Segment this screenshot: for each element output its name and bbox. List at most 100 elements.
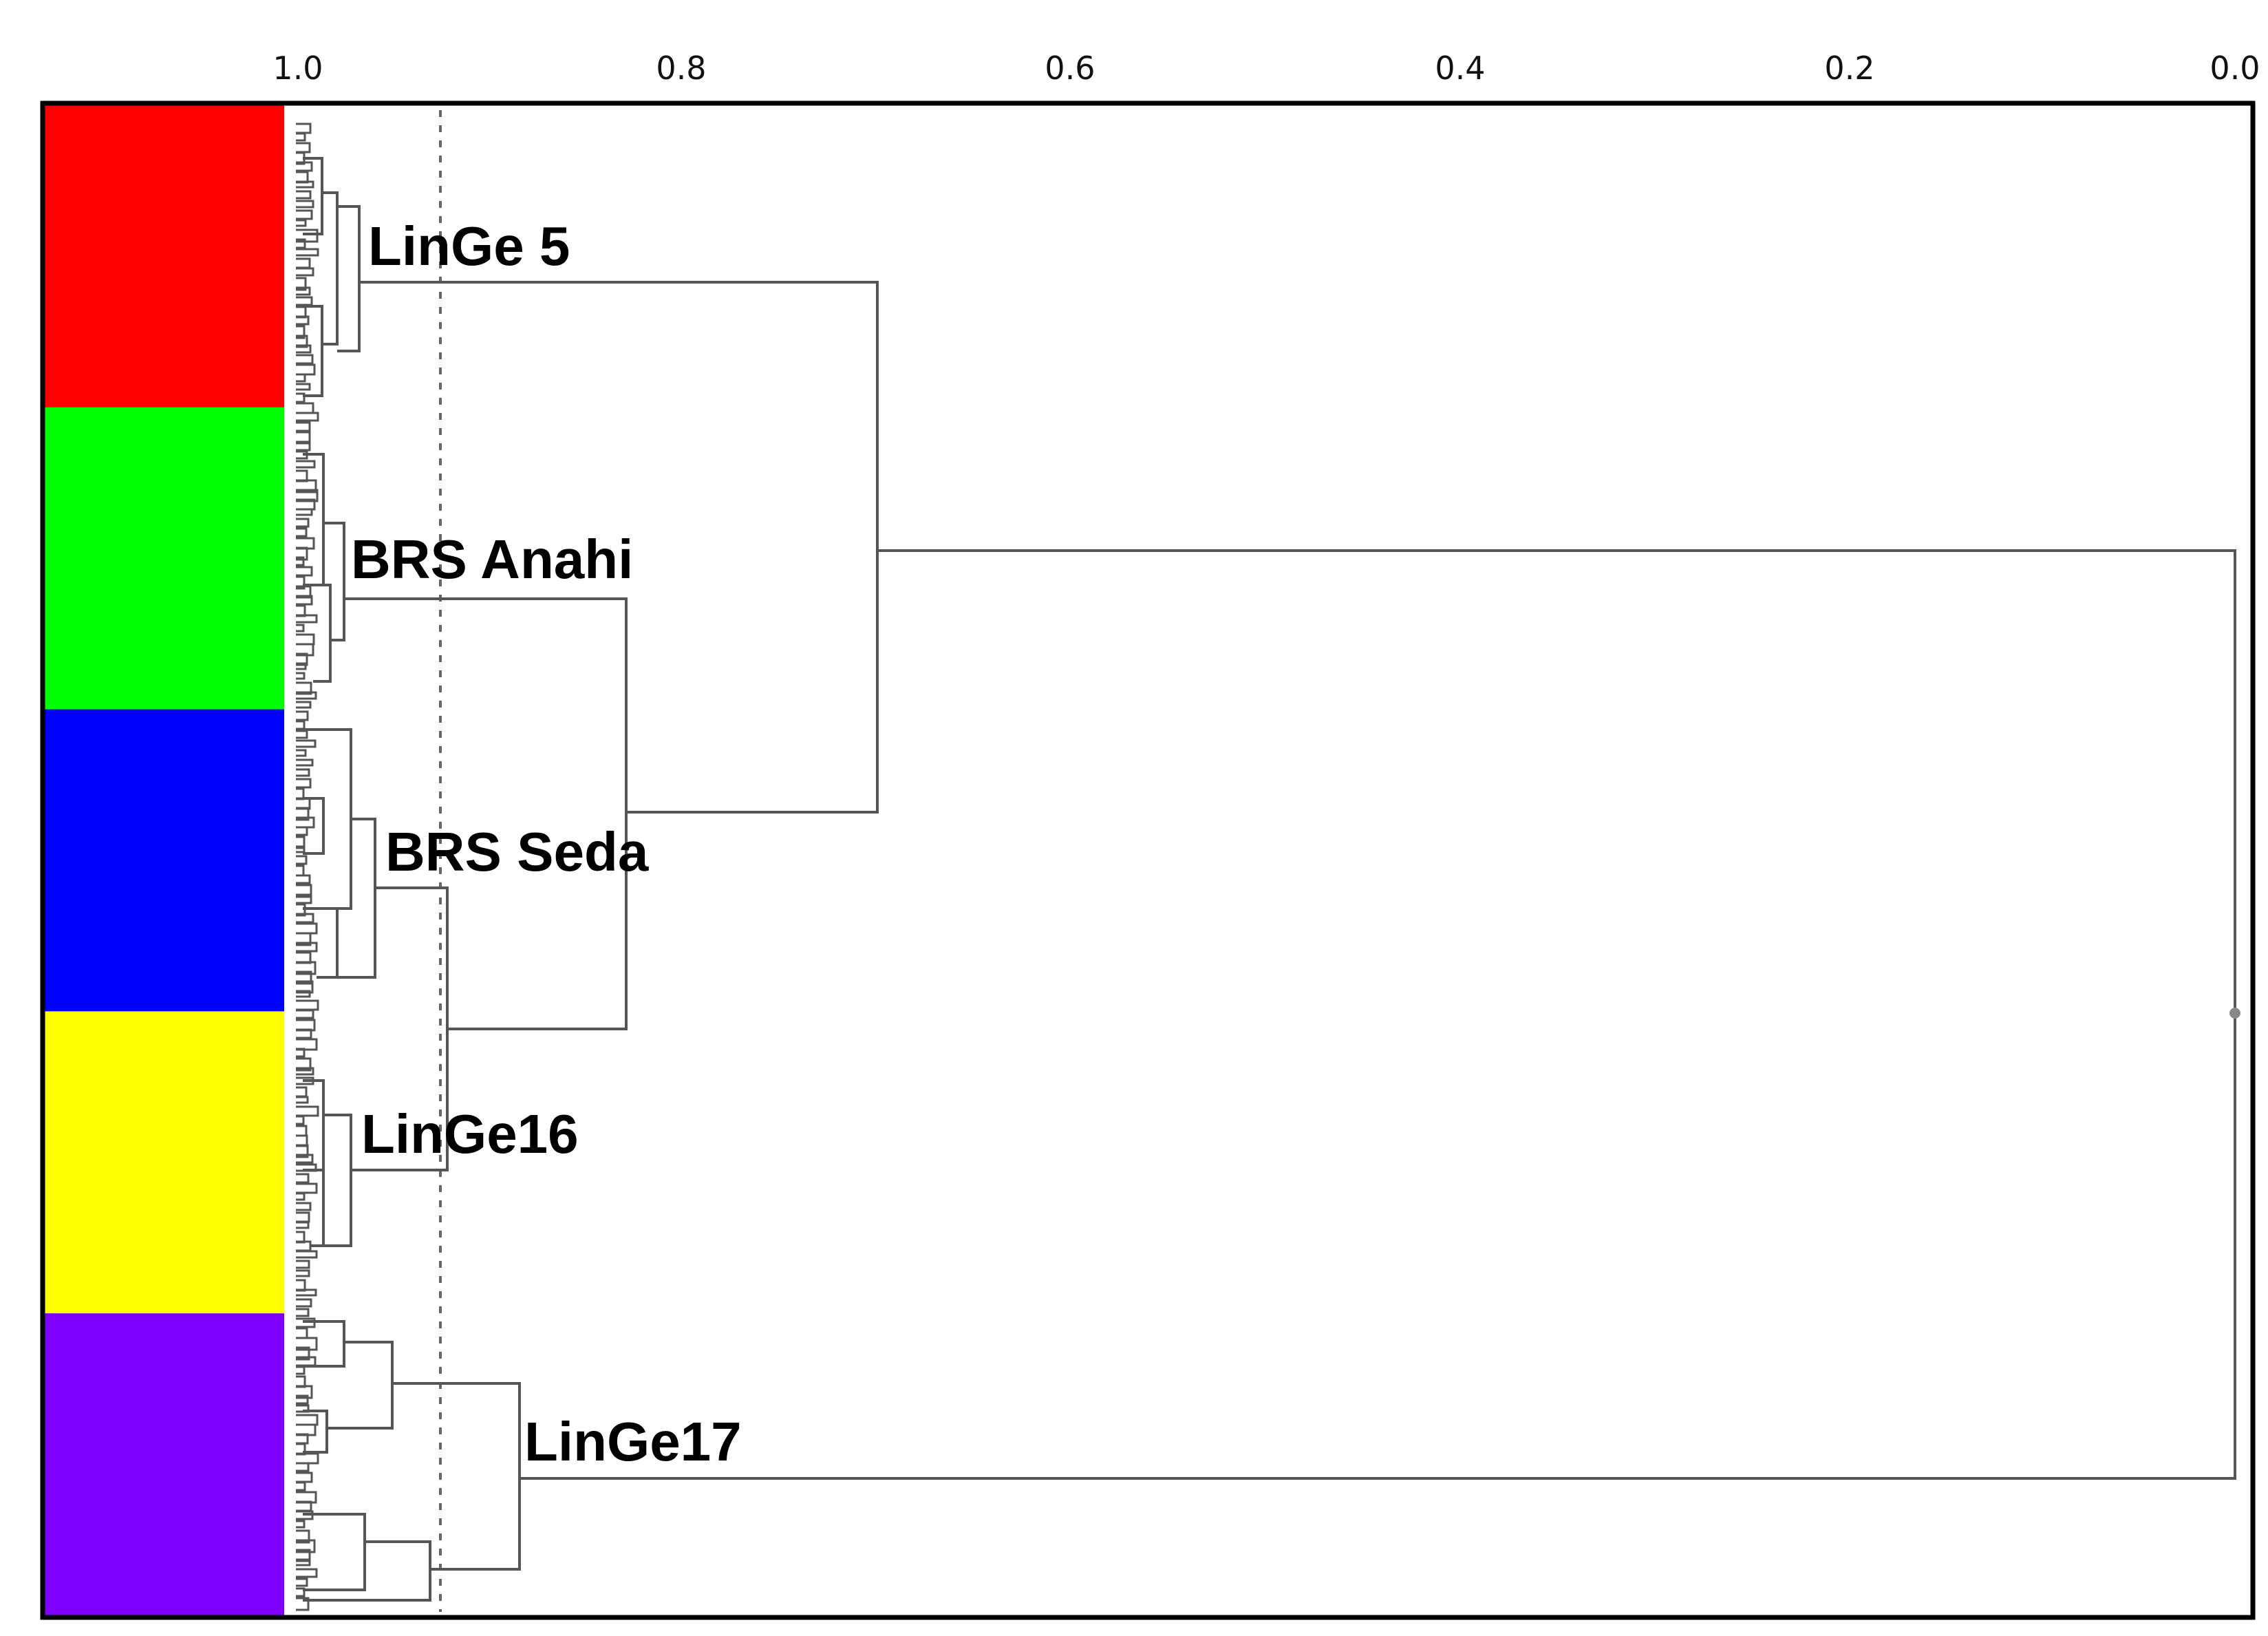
leaf-branch [296,1577,308,1587]
leaf-branch [296,1125,308,1137]
leaf-branch [296,546,308,561]
tick-label: 0.0 [2210,50,2260,87]
cluster-color-bar [45,1011,284,1314]
leaf-branch [296,518,310,528]
leaf-branch [296,614,318,624]
leaf-branch [296,807,310,821]
leaf-branch [296,267,314,277]
leaf-branch [296,489,319,502]
leaf-branch [296,1462,310,1472]
branch [392,1382,521,1571]
leaf-branch [296,1568,318,1578]
leaf-branch [296,460,316,469]
leaf-branch [296,1250,318,1259]
leaf-branch [296,855,308,865]
leaf-branch [296,1221,310,1229]
leaf-branch [296,1529,310,1544]
branch [303,1513,366,1591]
leaf-branch [296,556,305,566]
branch [303,1540,431,1602]
leaf-branch [296,1173,310,1184]
cluster-color-bar [45,105,284,408]
leaf-branch [296,1308,310,1317]
leaf-branch [296,1096,309,1104]
leaf-branch [296,286,311,296]
branch [344,597,628,1030]
main-branches [303,157,2236,1602]
leaf-branch [296,421,311,432]
leaf-branch [296,845,306,853]
cluster-label-linge5: LinGe 5 [368,215,570,277]
leaf-branches [296,123,319,1611]
leaf-branch [296,123,312,134]
leaf-branch [296,826,308,836]
leaf-branch [296,999,319,1011]
leaf-branch [296,633,315,646]
branch [359,281,879,814]
tick-label: 0.6 [1045,50,1095,87]
leaf-branch [296,383,311,391]
branch [317,907,339,979]
branch [323,1114,352,1247]
leaf-branch [296,277,307,291]
leaf-branch [296,691,317,700]
branch [303,1410,328,1454]
leaf-branch [296,624,305,633]
cluster-color-bar [45,1313,284,1616]
leaf-branch [296,1211,310,1223]
leaf-branch [296,315,310,326]
leaf-branch [296,652,308,666]
leaf-branch [296,1182,318,1194]
leaf-branch [296,864,305,877]
leaf-branch [296,710,309,721]
cluster-labels: LinGe 5 BRS Anahi BRS Seda LinGe16 LinGe… [351,215,742,1472]
cluster-color-bar [45,407,284,710]
leaf-branch [296,1385,313,1399]
cluster-label-brs-seda: BRS Seda [385,821,649,882]
leaf-branch [296,431,311,445]
leaf-branch [296,161,313,172]
leaf-branch [296,913,314,924]
leaf-branch [296,739,317,748]
cluster-label-linge17: LinGe17 [524,1411,742,1472]
leaf-branch [296,1298,312,1308]
leaf-branch [296,1028,312,1039]
leaf-branch [296,1105,319,1117]
leaf-branch [296,1346,310,1361]
leaf-branch [296,1269,310,1277]
leaf-branch [296,392,306,403]
leaf-branch [296,1472,313,1483]
leaf-branch [296,527,308,538]
leaf-branch [296,363,316,376]
leaf-branch [296,1048,306,1058]
leaf-branch [296,402,314,414]
leaf-branch [296,373,306,383]
leaf-branch [296,1057,312,1072]
tick-label: 0.8 [656,50,706,87]
leaf-branch [296,257,311,269]
axis-ticks: 1.0 0.8 0.6 0.4 0.2 0.0 [272,50,2260,87]
leaf-branch [296,566,313,577]
leaf-branch [296,1414,319,1426]
leaf-branch [296,961,317,975]
leaf-branch [296,229,319,243]
leaf-branch [296,990,311,998]
leaf-branch [296,1366,306,1375]
leaf-branch [296,296,313,306]
leaf-branch [296,720,306,730]
leaf-branch [296,575,306,590]
plot-frame [40,100,2256,1620]
leaf-branch [296,1154,314,1164]
leaf-branch [296,701,312,709]
leaf-branch [296,970,312,985]
branch [313,584,332,683]
leaf-branch [296,1115,305,1125]
cluster-label-brs-anahi: BRS Anahi [351,529,633,590]
leaf-branch [296,836,306,849]
leaf-branch [296,1558,311,1566]
leaf-branch [296,1009,314,1019]
branch [327,1341,394,1430]
leaf-branch [296,1327,308,1339]
leaf-branch [296,248,319,257]
leaf-branch [296,440,311,452]
